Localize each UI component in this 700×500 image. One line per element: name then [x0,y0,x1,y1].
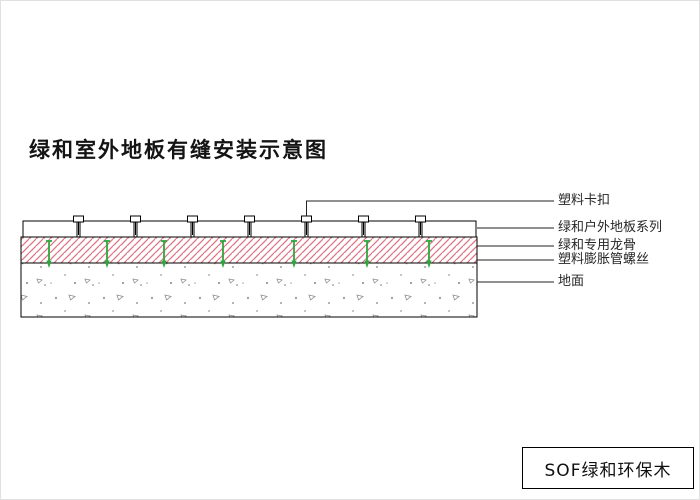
deck-board [136,220,192,238]
deck-board [307,220,363,238]
callout-deck-series: 绿和户外地板系列 [558,220,663,235]
brand-stamp-box: SOF绿和环保木 [522,447,694,489]
plastic-clip [130,215,141,235]
plastic-clip [244,215,255,235]
plastic-clip [358,215,369,235]
leader-lines [306,200,554,283]
deck-board [250,220,306,238]
brand-stamp-text: SOF绿和环保木 [544,460,672,481]
page-title: 绿和室外地板有缝安装示意图 [29,138,328,162]
callout-joist: 绿和专用龙骨 [558,238,637,253]
deck-boards [22,220,477,238]
expansion-screw [364,240,370,268]
leader-line [306,200,554,216]
expansion-screw [161,240,167,268]
expansion-screw [104,240,110,268]
joist-hatch-layer [20,236,478,264]
deck-board [79,220,135,238]
expansion-screw [46,240,52,268]
callout-expansion-screw: 塑料膨胀管螺丝 [558,252,650,267]
expansion-screw [220,240,226,268]
plastic-clip [415,215,426,235]
plastic-clip [187,215,198,235]
expansion-screw [426,240,432,268]
deck-board [22,220,78,238]
callout-plastic-clip: 塑料卡扣 [558,193,611,208]
plastic-clips [73,215,426,235]
ground-layer [20,262,478,318]
callout-ground: 地面 [558,274,585,289]
expansion-screws [46,240,432,268]
plastic-clip [73,215,84,235]
deck-board [364,220,420,238]
deck-board [421,220,477,238]
deck-board [193,220,249,238]
expansion-screw [291,240,297,268]
